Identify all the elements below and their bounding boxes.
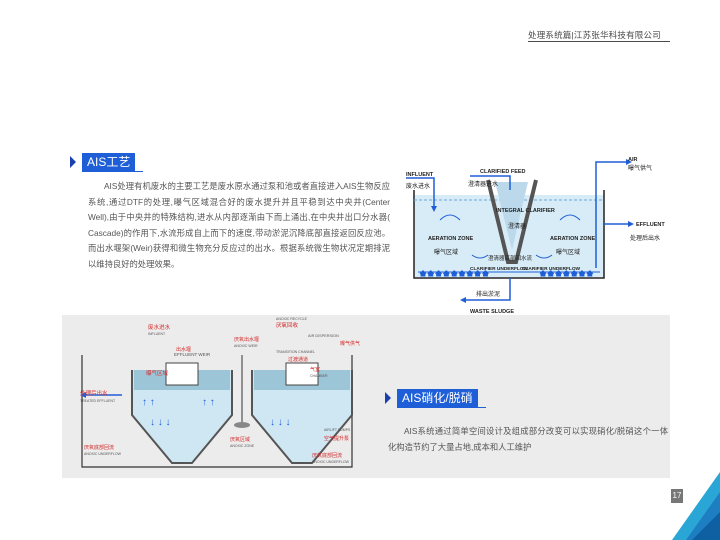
svg-text:↓ ↓ ↓: ↓ ↓ ↓ — [150, 417, 171, 428]
air-diffusers: ⟰ ⟰ ⟰ ⟰ ⟰ ⟰ ⟰ ⟰ ⟰ ⟰ ⟰ ⟰ ⟰ ⟰ ⟰ ⟰ — [418, 270, 600, 279]
tank-wall — [413, 190, 605, 279]
chevron-right-icon — [70, 153, 80, 171]
label-anoxic-zone-cn: 厌氧区域 — [230, 436, 250, 443]
label-effluent-weir: EFFLUENT WEIR — [174, 352, 211, 357]
section2-paragraph: AIS系统通过简单空间设计及组成部分改变可以实现硝化/脱硝这个一体化构造节约了大… — [388, 426, 668, 452]
waste-sludge-pipe — [466, 278, 511, 301]
left-cone — [131, 370, 233, 464]
label-influent-cn: 废水进水 — [148, 323, 171, 331]
header-divider — [528, 41, 670, 42]
label-aeration-zone-right-cn: 曝气区域 — [556, 248, 580, 256]
label-influent: INFLUENT — [406, 172, 434, 178]
label-air: AIR — [628, 157, 638, 163]
section2-title-underline — [397, 407, 486, 408]
ais-process-diagram: ⟰ ⟰ ⟰ ⟰ ⟰ ⟰ ⟰ ⟰ ⟰ ⟰ ⟰ ⟰ ⟰ ⟰ ⟰ ⟰ INFLUENT… — [406, 157, 665, 315]
air-pipe — [595, 161, 626, 268]
label-integral-clarifier-cn: 澄清器 — [508, 222, 526, 230]
svg-text:⟰ ⟰ ⟰ ⟰ ⟰ ⟰ ⟰: ⟰ ⟰ ⟰ ⟰ ⟰ ⟰ ⟰ — [540, 270, 593, 278]
flow-arrows — [439, 214, 581, 259]
label-anoxic-underflow-right-cn: 厌氧底部回流 — [312, 452, 342, 459]
label-influent-cn: 废水进水 — [406, 182, 430, 190]
label-influent: INFLUENT — [148, 332, 166, 336]
label-chamber-cn: 气室 — [310, 366, 320, 373]
label-air-dispersion-cn: 曝气供气 — [340, 340, 360, 347]
label-anoxic-underflow-right: ANOXIC UNDERFLOW — [312, 460, 350, 464]
clarified-feed-pipe — [470, 175, 511, 190]
ais-nitrification-diagram: ↓ ↓ ↓ ↓ ↓ ↓ ↑ ↑ ↑ ↑ 废水进水 INFLUENT EFFLUE… — [80, 317, 360, 468]
label-waste-sludge: WASTE SLUDGE — [470, 309, 514, 315]
label-anoxic-underflow-left: ANOXIC UNDERFLOW — [84, 452, 122, 456]
header-company: 处理系统篇|江苏张华科技有限公司 — [528, 30, 661, 40]
section1-title-underline — [82, 171, 144, 172]
right-cone — [251, 370, 353, 464]
label-treated-effluent: TREATED EFFLUENT — [80, 399, 116, 403]
corner-decoration — [672, 472, 720, 540]
label-effluent: EFFLUENT — [636, 222, 665, 228]
influent-pipe — [406, 177, 435, 206]
label-anoxic-zone: ANOXIC ZONE — [230, 444, 255, 448]
label-airlift-pumps-cn: 空气提升泵 — [324, 435, 349, 442]
svg-text:↓ ↓ ↓: ↓ ↓ ↓ — [270, 417, 291, 428]
label-waste-sludge-cn: 排出淤泥 — [476, 290, 500, 298]
chevron-right-icon — [385, 389, 395, 407]
mixer-icon — [234, 422, 250, 428]
label-integral-clarifier: INTEGRAL CLARIFIER — [496, 208, 555, 214]
label-clarified-feed-cn: 澄清器进水 — [468, 180, 498, 188]
label-transition-channel: TRANSITION CHANNEL — [276, 350, 315, 354]
label-transition-channel-cn: 过渡通道 — [288, 356, 308, 363]
section1-title-label: AIS工艺 — [82, 153, 136, 171]
svg-text:↑ ↑: ↑ ↑ — [202, 397, 215, 408]
label-air-cn: 曝气供气 — [628, 164, 652, 172]
label-chamber: CHAMBER — [310, 374, 328, 378]
label-clarifier-underflow-cn: 澄清器底部回水流 — [488, 254, 533, 262]
svg-text:⟰ ⟰ ⟰ ⟰ ⟰ ⟰ ⟰ ⟰ ⟰: ⟰ ⟰ ⟰ ⟰ ⟰ ⟰ ⟰ ⟰ ⟰ — [420, 270, 488, 278]
label-anoxic-underflow-left-cn: 厌氧底部回流 — [84, 444, 114, 451]
section1-paragraph: AIS处理有机废水的主要工艺是废水原水通过泵和池或者直接进入AIS生物反应系统,… — [88, 181, 390, 269]
svg-text:↑ ↑: ↑ ↑ — [142, 397, 155, 408]
label-aeration-zone-left-cn: 曝气区域 — [434, 248, 458, 256]
label-anoxic-weir: ANOXIC WEIR — [234, 344, 258, 348]
clarifier-cone — [486, 179, 538, 264]
label-effluent-weir-cn: 出水堰 — [176, 346, 191, 353]
page-number: 17 — [671, 489, 683, 503]
label-anoxic-weir-cn: 厌氧出水堰 — [234, 336, 259, 343]
label-clarified-feed: CLARIFIED FEED — [480, 169, 526, 175]
label-airlift-pumps: AIRLIFT PUMPS — [324, 428, 351, 432]
label-clarifier-underflow-left: CLARIFIER UNDERFLOW — [470, 266, 529, 272]
section1-title: AIS工艺 — [70, 153, 144, 172]
section2-title-label: AIS硝化/脱硝 — [397, 389, 478, 407]
label-anoxic-recycle: ANOXIC RECYCLE — [276, 317, 308, 321]
label-clarifier-underflow-right: CLARIFIER UNDERFLOW — [522, 266, 581, 272]
label-anoxic-recycle-cn: 厌氧回收 — [276, 321, 299, 329]
label-aeration-zone-right: AERATION ZONE — [550, 236, 595, 242]
label-aeration-zone-left: AERATION ZONE — [428, 236, 473, 242]
flow-arrows: ↓ ↓ ↓ ↓ ↓ ↓ ↑ ↑ ↑ ↑ — [142, 397, 291, 428]
label-aeration-zone-cn: 曝气区域 — [146, 369, 169, 377]
label-effluent-cn: 处理后出水 — [630, 234, 660, 242]
label-treated-effluent-cn: 处理后出水 — [80, 389, 108, 397]
label-air-dispersion: AIR DISPERSION — [308, 334, 339, 338]
section2-title: AIS硝化/脱硝 — [385, 389, 486, 408]
